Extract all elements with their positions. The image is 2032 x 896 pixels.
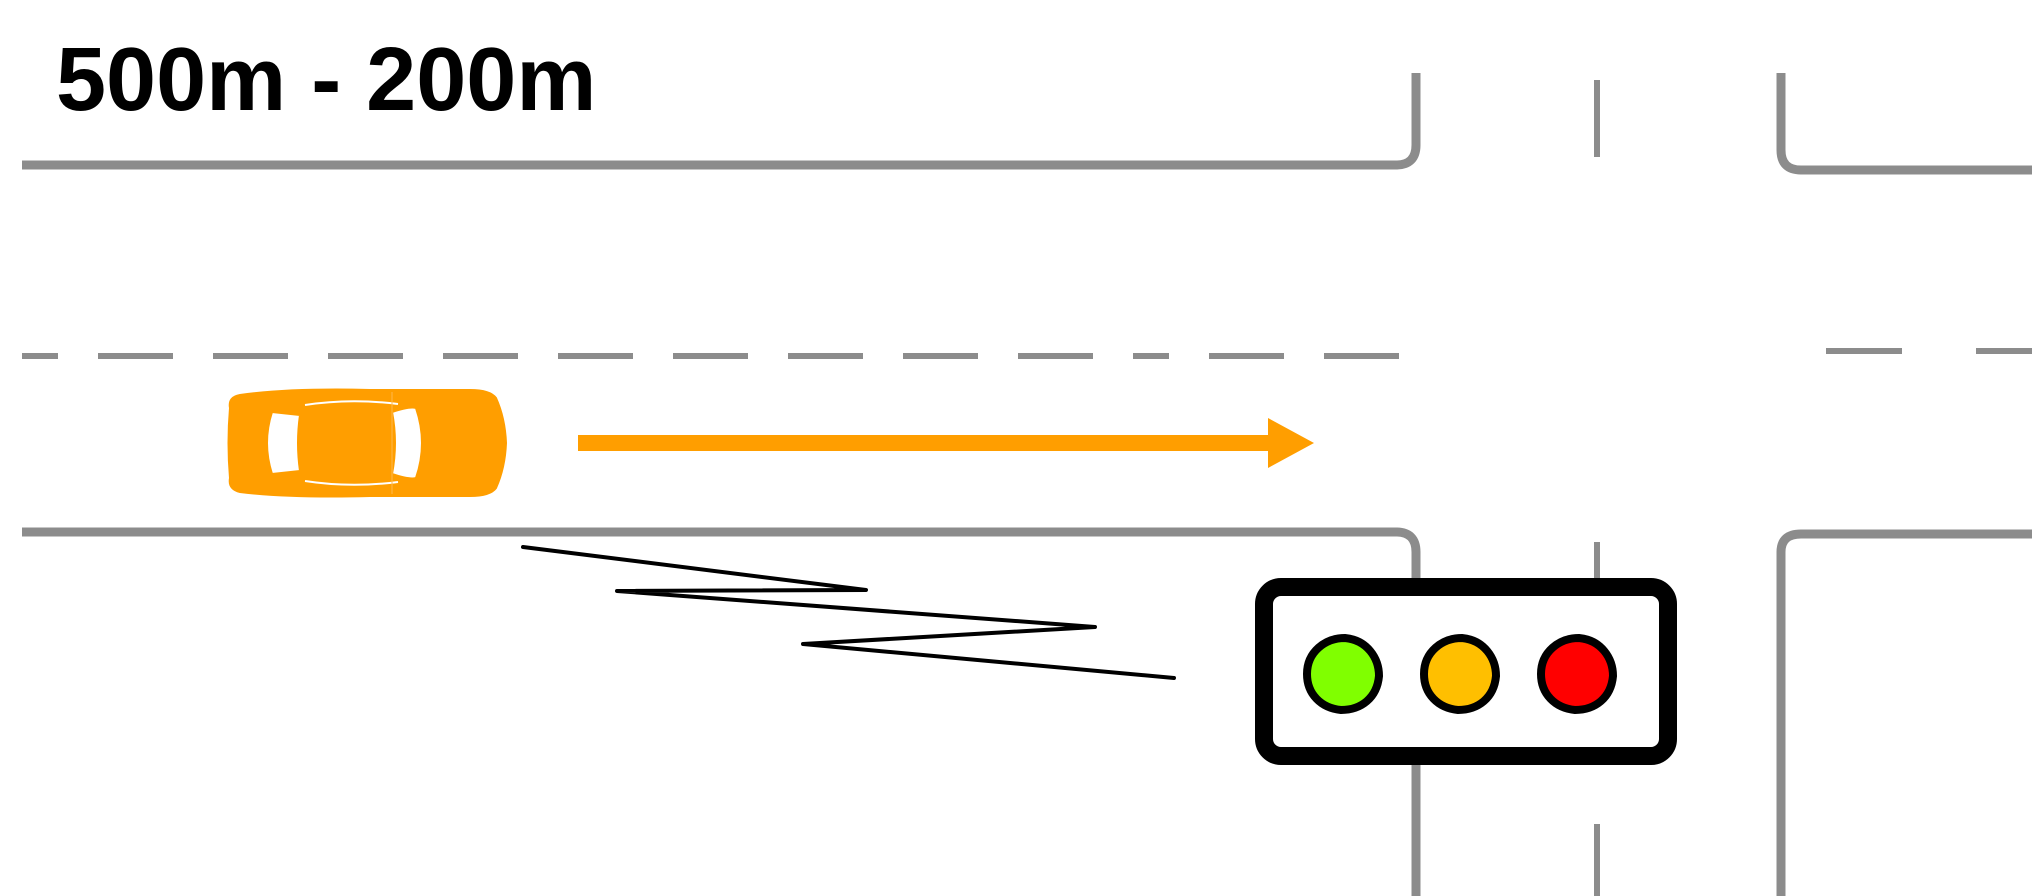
zigzag-signal-icon — [521, 545, 1176, 680]
car-windshield-rear — [266, 410, 302, 476]
car-top-view-icon — [227, 388, 508, 498]
direction-arrow-head — [1268, 418, 1314, 468]
road-edges — [22, 73, 2032, 896]
distance-range-label: 500m - 200m — [56, 30, 597, 130]
traffic-signal — [1255, 578, 1677, 765]
car-windshield-front — [390, 406, 423, 480]
car-roof-line-top — [304, 400, 399, 406]
road-edge-bottom-right — [1776, 529, 2032, 896]
traffic-light-amber — [1419, 633, 1501, 715]
traffic-light-green — [1302, 633, 1384, 715]
road-edge-bottom-left — [22, 527, 1421, 896]
direction-arrow — [578, 418, 1314, 468]
car-roof-line-bottom — [304, 480, 399, 486]
road-edge-top-right — [1776, 73, 2032, 175]
direction-arrow-shaft — [578, 435, 1275, 451]
traffic-light-red — [1536, 633, 1618, 715]
road-edge-top-left — [22, 73, 1421, 170]
traffic-signal-lights — [1302, 633, 1618, 715]
